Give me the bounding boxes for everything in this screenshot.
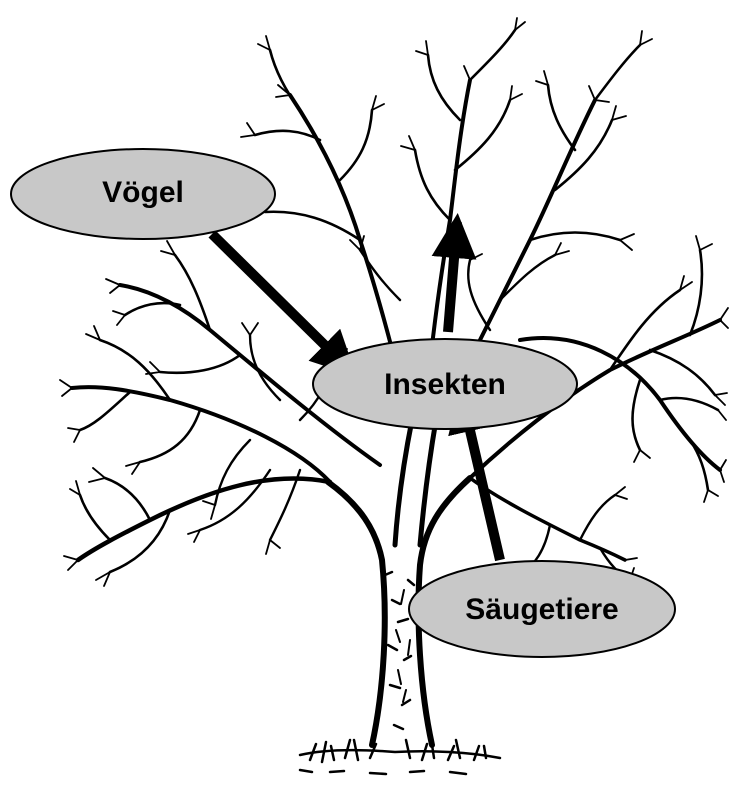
node-birds-label: Vögel bbox=[102, 176, 184, 209]
tree-branches bbox=[60, 18, 728, 586]
node-mammals: Säugetiere bbox=[409, 561, 675, 657]
node-birds: Vögel bbox=[11, 149, 275, 239]
arrow-insects-to-tree-crown bbox=[448, 222, 457, 332]
grass bbox=[300, 738, 500, 774]
node-mammals-label: Säugetiere bbox=[465, 593, 618, 626]
node-insects-label: Insekten bbox=[384, 368, 506, 401]
node-insects: Insekten bbox=[313, 339, 577, 429]
